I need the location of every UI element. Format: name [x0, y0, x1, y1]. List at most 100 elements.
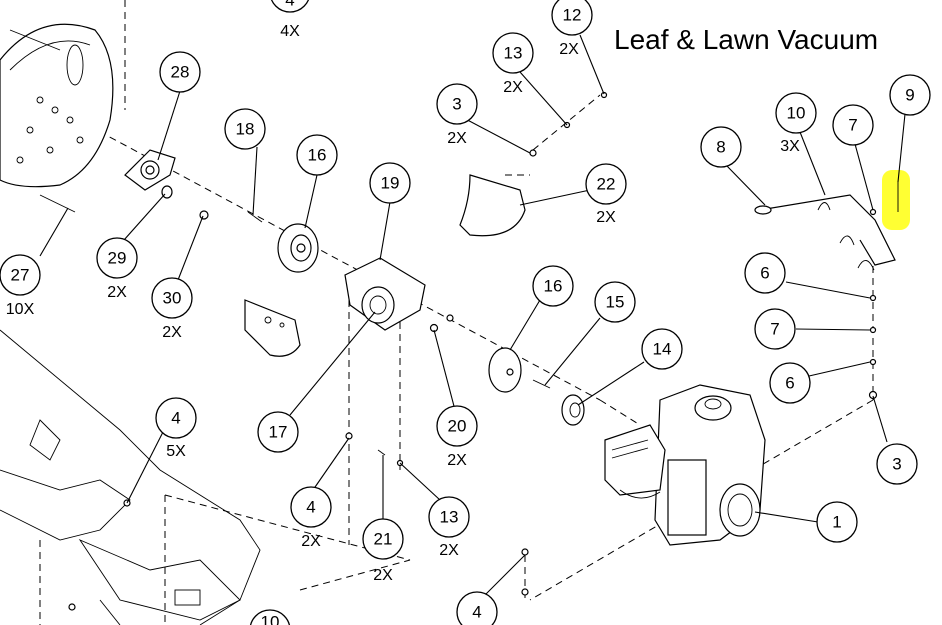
frame — [0, 329, 529, 625]
svg-text:2X: 2X — [596, 209, 616, 226]
svg-text:2X: 2X — [559, 41, 579, 58]
callout-20: 20 2X — [436, 405, 478, 469]
svg-text:10: 10 — [261, 613, 280, 625]
leader-lines — [39, 34, 906, 596]
bolt-18 — [247, 211, 263, 223]
callout-4-2x: 4 2X — [290, 486, 332, 550]
hardware-stack — [868, 294, 878, 400]
svg-text:22: 22 — [597, 175, 616, 194]
callout-4-5x: 4 5X — [155, 397, 197, 460]
svg-text:30: 30 — [163, 289, 182, 308]
callout-1: 1 — [816, 501, 858, 543]
diagram-title: Leaf & Lawn Vacuum — [614, 24, 879, 55]
svg-text:21: 21 — [374, 530, 393, 549]
callout-7-top: 7 — [832, 104, 874, 146]
callout-3-top: 3 2X — [436, 83, 478, 147]
part-9-highlight — [882, 170, 910, 230]
svg-text:2X: 2X — [162, 324, 182, 341]
callout-28: 28 — [159, 51, 201, 93]
callout-13-lower: 13 2X — [428, 496, 470, 559]
svg-text:27: 27 — [11, 266, 30, 285]
callout-30: 30 2X — [151, 277, 193, 341]
svg-text:2X: 2X — [447, 130, 467, 147]
callout-12: 12 2X — [551, 0, 593, 58]
svg-text:12: 12 — [563, 6, 582, 25]
callout-partial-bottom: 10 — [249, 609, 291, 625]
housing-plate — [0, 23, 114, 213]
callout-10: 10 3X — [775, 92, 817, 155]
nut-30 — [199, 210, 209, 220]
svg-text:1: 1 — [832, 513, 841, 532]
callout-6-lower: 6 — [769, 362, 811, 404]
svg-text:8: 8 — [716, 138, 725, 157]
callout-19: 19 — [369, 162, 411, 204]
svg-text:5X: 5X — [166, 443, 186, 460]
svg-text:4X: 4X — [280, 23, 300, 40]
callout-22: 22 2X — [585, 163, 627, 226]
callout-3-right: 3 — [876, 443, 918, 485]
key-15 — [532, 379, 551, 389]
callout-29: 29 2X — [96, 237, 138, 301]
nut-3-upper — [529, 149, 537, 157]
svg-text:2X: 2X — [107, 284, 127, 301]
callout-16-lower: 16 — [532, 265, 574, 307]
bearing-flange — [124, 149, 176, 191]
svg-text:18: 18 — [236, 120, 255, 139]
svg-text:9: 9 — [905, 86, 914, 105]
screw-12 — [600, 91, 608, 99]
svg-text:4: 4 — [472, 603, 481, 622]
callout-14: 14 — [641, 328, 683, 370]
small-part — [446, 314, 454, 322]
svg-text:29: 29 — [108, 249, 127, 268]
callout-9: 9 — [889, 74, 931, 116]
svg-text:10: 10 — [787, 104, 806, 123]
svg-text:19: 19 — [381, 174, 400, 193]
callout-21: 21 2X — [362, 518, 404, 584]
callout-17: 17 — [257, 411, 299, 453]
svg-text:6: 6 — [785, 374, 794, 393]
callout-15: 15 — [594, 281, 636, 323]
callout-16-upper: 16 — [296, 134, 338, 176]
svg-text:3: 3 — [892, 455, 901, 474]
svg-text:17: 17 — [269, 423, 288, 442]
svg-text:6: 6 — [760, 264, 769, 283]
svg-text:20: 20 — [448, 417, 467, 436]
pulley-upper — [277, 223, 319, 273]
svg-text:4: 4 — [285, 0, 294, 10]
pulley-lower — [488, 347, 522, 393]
svg-text:7: 7 — [770, 320, 779, 339]
svg-text:3: 3 — [452, 95, 461, 114]
svg-text:2X: 2X — [373, 567, 393, 584]
svg-text:13: 13 — [440, 508, 459, 527]
svg-text:16: 16 — [544, 277, 563, 296]
svg-text:16: 16 — [308, 146, 327, 165]
svg-text:10X: 10X — [6, 301, 35, 318]
engine — [604, 384, 766, 546]
svg-text:4: 4 — [306, 498, 315, 517]
callout-27: 27 10X — [0, 254, 41, 318]
svg-text:2X: 2X — [503, 79, 523, 96]
svg-text:14: 14 — [653, 340, 672, 359]
svg-text:2X: 2X — [301, 533, 321, 550]
mounting-bracket — [244, 299, 301, 357]
svg-text:28: 28 — [171, 63, 190, 82]
svg-text:4: 4 — [171, 409, 180, 428]
svg-text:15: 15 — [606, 293, 625, 312]
handle-assembly — [754, 182, 899, 271]
idler-bracket — [344, 257, 426, 331]
hub-14 — [561, 394, 585, 426]
svg-text:7: 7 — [848, 116, 857, 135]
svg-text:13: 13 — [504, 44, 523, 63]
callout-8: 8 — [700, 126, 742, 168]
callout-4-bottom: 4 — [456, 591, 498, 625]
callout-4-top: 4 4X — [270, 0, 310, 40]
svg-text:3X: 3X — [780, 138, 800, 155]
callout-7-lower: 7 — [754, 308, 796, 350]
belt-shield — [459, 174, 526, 237]
callout-18: 18 — [224, 108, 266, 150]
callout-13-top: 13 2X — [492, 32, 534, 96]
callout-6-upper: 6 — [744, 252, 786, 294]
svg-text:2X: 2X — [447, 452, 467, 469]
